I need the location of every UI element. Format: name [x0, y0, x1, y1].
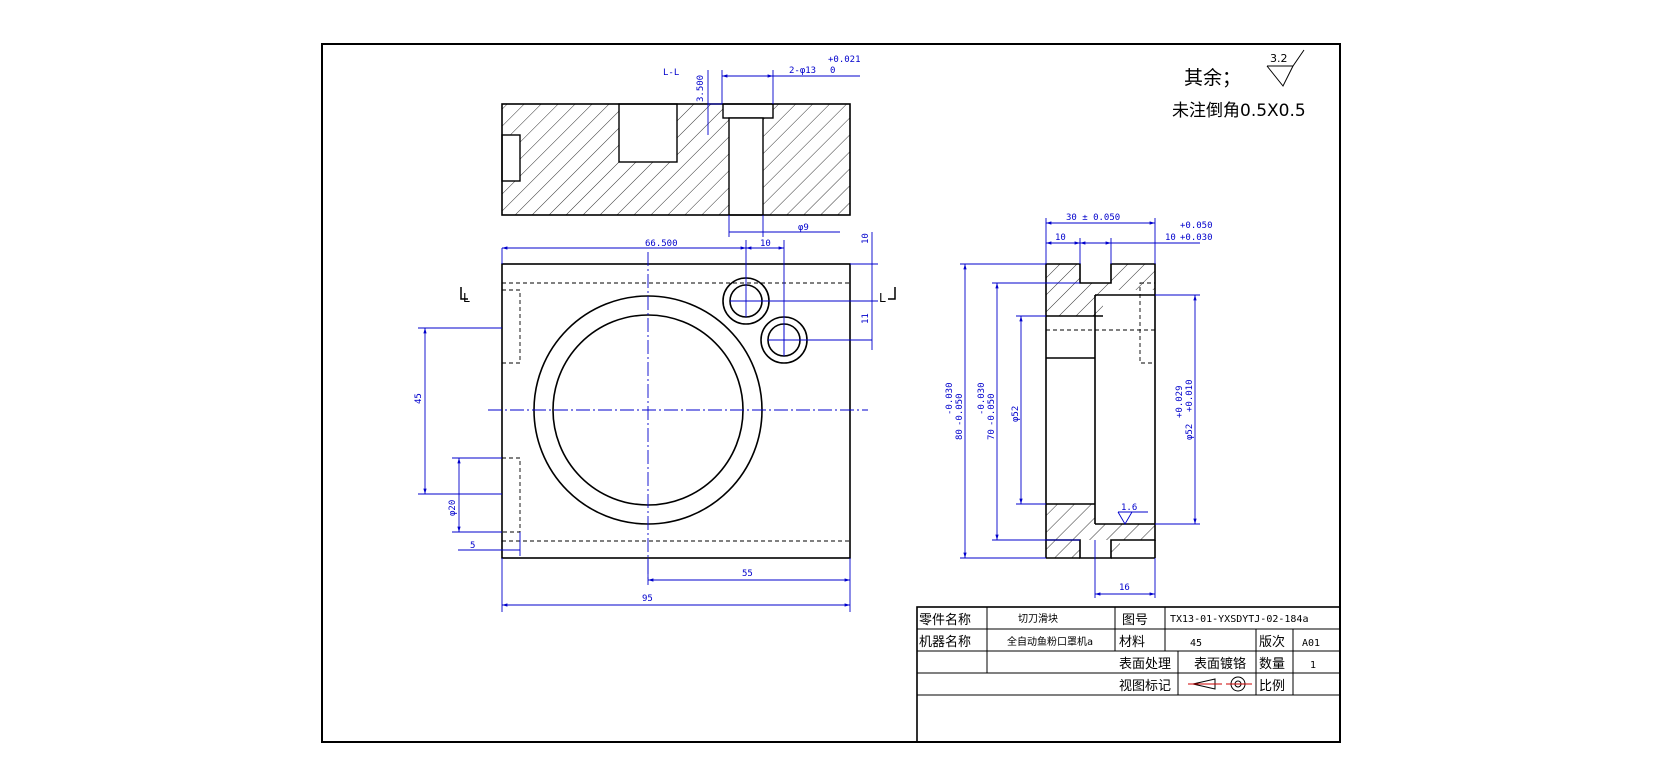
machine-name-label: 机器名称: [919, 634, 971, 650]
dim-bore-tol-upper: +0.029: [1175, 385, 1185, 418]
section-marker-left: L: [463, 291, 470, 305]
drawing-frame: [321, 43, 1341, 743]
dim-bore-tol-lower: +0.010: [1185, 379, 1195, 412]
side-view: [960, 218, 1200, 598]
through-hole-void: [728, 117, 764, 216]
front-outline: [501, 263, 851, 559]
dim-70-text: 70: [987, 429, 997, 440]
general-roughness-value: 3.2: [1270, 52, 1288, 65]
roughness-bore-text: 1.6: [1121, 503, 1137, 513]
dim-16-text: 16: [1119, 583, 1130, 593]
section-label: L-L: [663, 68, 679, 78]
dim-80-tol-lower: -0.050: [955, 393, 965, 426]
material-label: 材料: [1119, 635, 1145, 650]
dim-70-tol-lower: -0.050: [987, 393, 997, 426]
chamfer-note: 未注倒角0.5X0.5: [1172, 101, 1306, 121]
dim-slot-tol-lower: +0.030: [1180, 233, 1213, 243]
dim-slot-10-text: 10: [1165, 233, 1176, 243]
dim-phi20-text: φ20: [448, 500, 458, 516]
section-cut-marker: [460, 287, 468, 300]
hidden-slot: [1139, 282, 1156, 364]
part-name-value: 切刀滑块: [1018, 613, 1058, 625]
section-outline: [501, 103, 851, 216]
dim-80-text: 80: [955, 429, 965, 440]
quantity-label: 数量: [1259, 657, 1285, 672]
counterbore-void: [722, 103, 774, 119]
revision-label: 版次: [1259, 634, 1285, 650]
title-block-frame: [916, 606, 1341, 743]
dim-side-10-text: 10: [1055, 233, 1066, 243]
drawing-no-value: TX13-01-YXSDYTJ-02-184a: [1170, 614, 1308, 625]
title-block: [916, 606, 1341, 743]
dim-depth-text: 3.500: [696, 75, 706, 102]
machine-name-value: 全自动鱼粉口罩机a: [1007, 635, 1093, 648]
surface-value: 表面镀铬: [1194, 656, 1246, 672]
side-hatch-top: [1046, 264, 1155, 316]
dim-bore-52-text: φ52: [1011, 406, 1021, 422]
dim-counterbore-text: 2-φ13: [789, 66, 816, 76]
dim-counterbore-tol-lower: 0: [830, 66, 835, 76]
dim-counterbore-tol-upper: +0.021: [828, 55, 861, 65]
dim-30-text: 30 ± 0.050: [1066, 213, 1120, 223]
dim-10v-text: 10: [861, 233, 871, 244]
pocket-void: [618, 103, 678, 163]
section-marker-right: L: [879, 291, 886, 305]
hidden-slot: [501, 289, 521, 364]
surface-label: 表面处理: [1119, 657, 1171, 672]
revision-value: A01: [1302, 638, 1320, 649]
part-name-label: 零件名称: [919, 612, 971, 628]
roughness-symbol: [1266, 49, 1305, 87]
material-value: 45: [1190, 638, 1202, 649]
dim-55-text: 55: [742, 569, 753, 579]
dim-hole-text: φ9: [798, 223, 809, 233]
dim-45-text: 45: [414, 393, 424, 404]
side-slot-void: [501, 134, 521, 182]
dim-11-text: 11: [861, 313, 871, 324]
section-view-top: [501, 70, 860, 237]
side-hatch-bottom: [1046, 504, 1155, 558]
dim-5-text: 5: [470, 541, 475, 551]
roughness-symbol: [1117, 511, 1148, 525]
scale-label: 比例: [1259, 679, 1285, 694]
dim-95-text: 95: [642, 594, 653, 604]
dim-slot-tol-upper: +0.050: [1180, 221, 1213, 231]
hidden-slot: [501, 457, 521, 533]
dim-66-5-text: 66.500: [645, 239, 678, 249]
drawing-no-label: 图号: [1122, 613, 1148, 628]
remaining-note: 其余；: [1184, 67, 1241, 89]
dim-70-tol-upper: -0.030: [977, 382, 987, 415]
dim-80-tol-upper: -0.030: [945, 382, 955, 415]
view-mark-label: 视图标记: [1119, 679, 1171, 694]
front-view: [418, 232, 896, 612]
dim-bore-52-tol-text: φ52: [1185, 424, 1195, 440]
quantity-value: 1: [1310, 660, 1316, 671]
section-cut-marker: [888, 287, 896, 300]
dim-10-text: 10: [760, 239, 771, 249]
